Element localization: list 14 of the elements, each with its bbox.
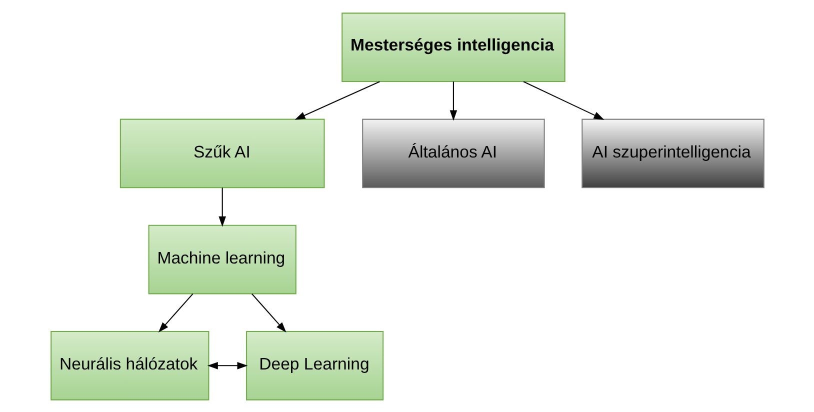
arrow xyxy=(449,81,457,120)
node-box: Általános AI xyxy=(362,118,544,188)
node-box: Mesterséges intelligencia xyxy=(341,12,565,82)
node-box: Deep Learning xyxy=(245,330,384,400)
node-box: Machine learning xyxy=(148,224,296,294)
arrow xyxy=(218,187,226,226)
arrow xyxy=(294,80,380,120)
node-box: Neurális hálózatok xyxy=(50,330,209,400)
node-box: Szűk AI xyxy=(119,118,324,188)
arrow xyxy=(206,361,248,369)
arrow xyxy=(158,292,193,332)
arrow xyxy=(522,80,604,120)
node-box: AI szuperintelligencia xyxy=(581,118,764,188)
arrow xyxy=(250,292,286,332)
